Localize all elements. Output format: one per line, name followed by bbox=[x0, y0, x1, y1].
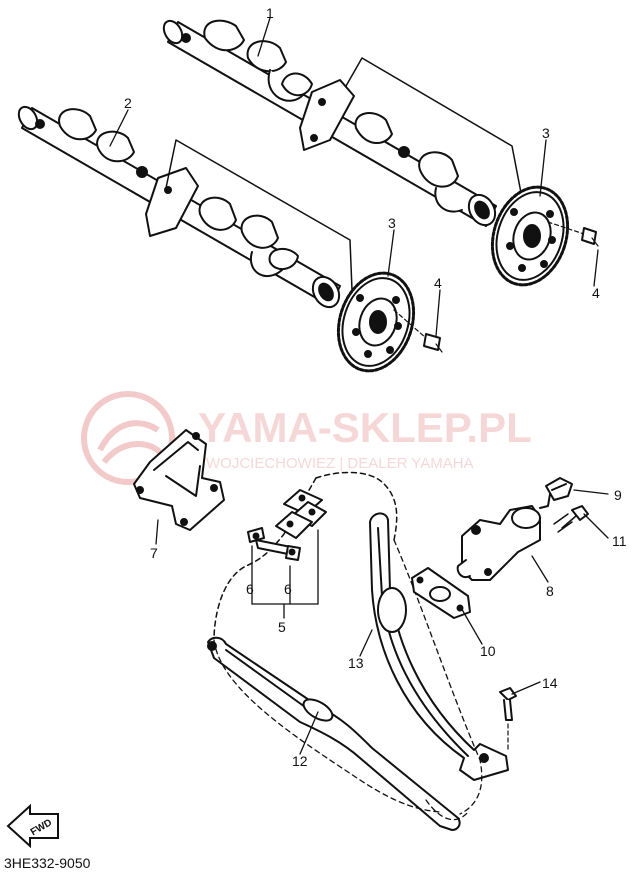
guide-bolt bbox=[499, 687, 517, 751]
watermark: YAMA-SKLEP.PL WOJCIECHOWIEZ | DEALER YAM… bbox=[81, 391, 532, 485]
callout-4-lower: 4 bbox=[434, 275, 442, 291]
callout-1: 1 bbox=[266, 5, 274, 21]
callout-numbers: 1 2 3 3 4 4 5 6 6 7 8 9 10 11 12 13 14 bbox=[124, 5, 627, 769]
callout-leaders bbox=[109, 17, 609, 755]
camshaft-intake bbox=[17, 105, 341, 309]
callout-6-right: 6 bbox=[284, 581, 292, 597]
watermark-brand: YAMA-SKLEP.PL bbox=[198, 404, 532, 451]
callout-5: 5 bbox=[278, 619, 286, 635]
callout-2: 2 bbox=[124, 95, 132, 111]
cam-chain-tensioner bbox=[456, 505, 541, 581]
watermark-logo-icon bbox=[81, 391, 175, 485]
callout-9: 9 bbox=[614, 487, 622, 503]
cam-chain-right-path bbox=[393, 539, 483, 815]
watermark-dealer: WOJCIECHOWIEZ | DEALER YAMAHA bbox=[206, 455, 474, 472]
callout-6-left: 6 bbox=[246, 581, 254, 597]
callout-10: 10 bbox=[480, 643, 496, 659]
cam-chain-lower-path bbox=[213, 639, 441, 813]
bracket-line-lower bbox=[165, 139, 353, 291]
drawing-code: 3HE332-9050 bbox=[4, 855, 91, 871]
sprocket-bolt-lower bbox=[393, 309, 443, 353]
sprocket-bolt-upper bbox=[547, 221, 599, 247]
cam-sprocket-upper bbox=[490, 185, 570, 287]
chain-joint-link bbox=[247, 527, 301, 561]
cam-sprocket-lower bbox=[336, 271, 416, 373]
cam-chain-guide-front bbox=[207, 636, 469, 831]
camshaft-exhaust bbox=[162, 19, 497, 227]
cam-chain-guide-rear bbox=[369, 512, 509, 781]
tensioner-cap-bolt bbox=[539, 477, 573, 509]
forward-direction-indicator: FWD bbox=[6, 803, 59, 849]
callout-12: 12 bbox=[292, 753, 308, 769]
callout-7: 7 bbox=[150, 545, 158, 561]
callout-bracket-5-6 bbox=[251, 529, 319, 619]
cam-chain-guide-top bbox=[133, 429, 225, 531]
callout-4-upper: 4 bbox=[592, 285, 600, 301]
cam-chain bbox=[213, 471, 398, 641]
tensioner-mount-bolt bbox=[553, 505, 589, 533]
watermark-logo-tuning-fork-icon bbox=[97, 420, 162, 465]
callout-11: 11 bbox=[612, 533, 627, 549]
fwd-arrow-icon bbox=[6, 803, 59, 849]
callout-3-upper: 3 bbox=[542, 125, 550, 141]
callout-3-lower: 3 bbox=[388, 215, 396, 231]
callout-14: 14 bbox=[542, 675, 558, 691]
callout-13: 13 bbox=[348, 655, 364, 671]
bracket-line-upper bbox=[345, 57, 523, 199]
callout-8: 8 bbox=[546, 583, 554, 599]
